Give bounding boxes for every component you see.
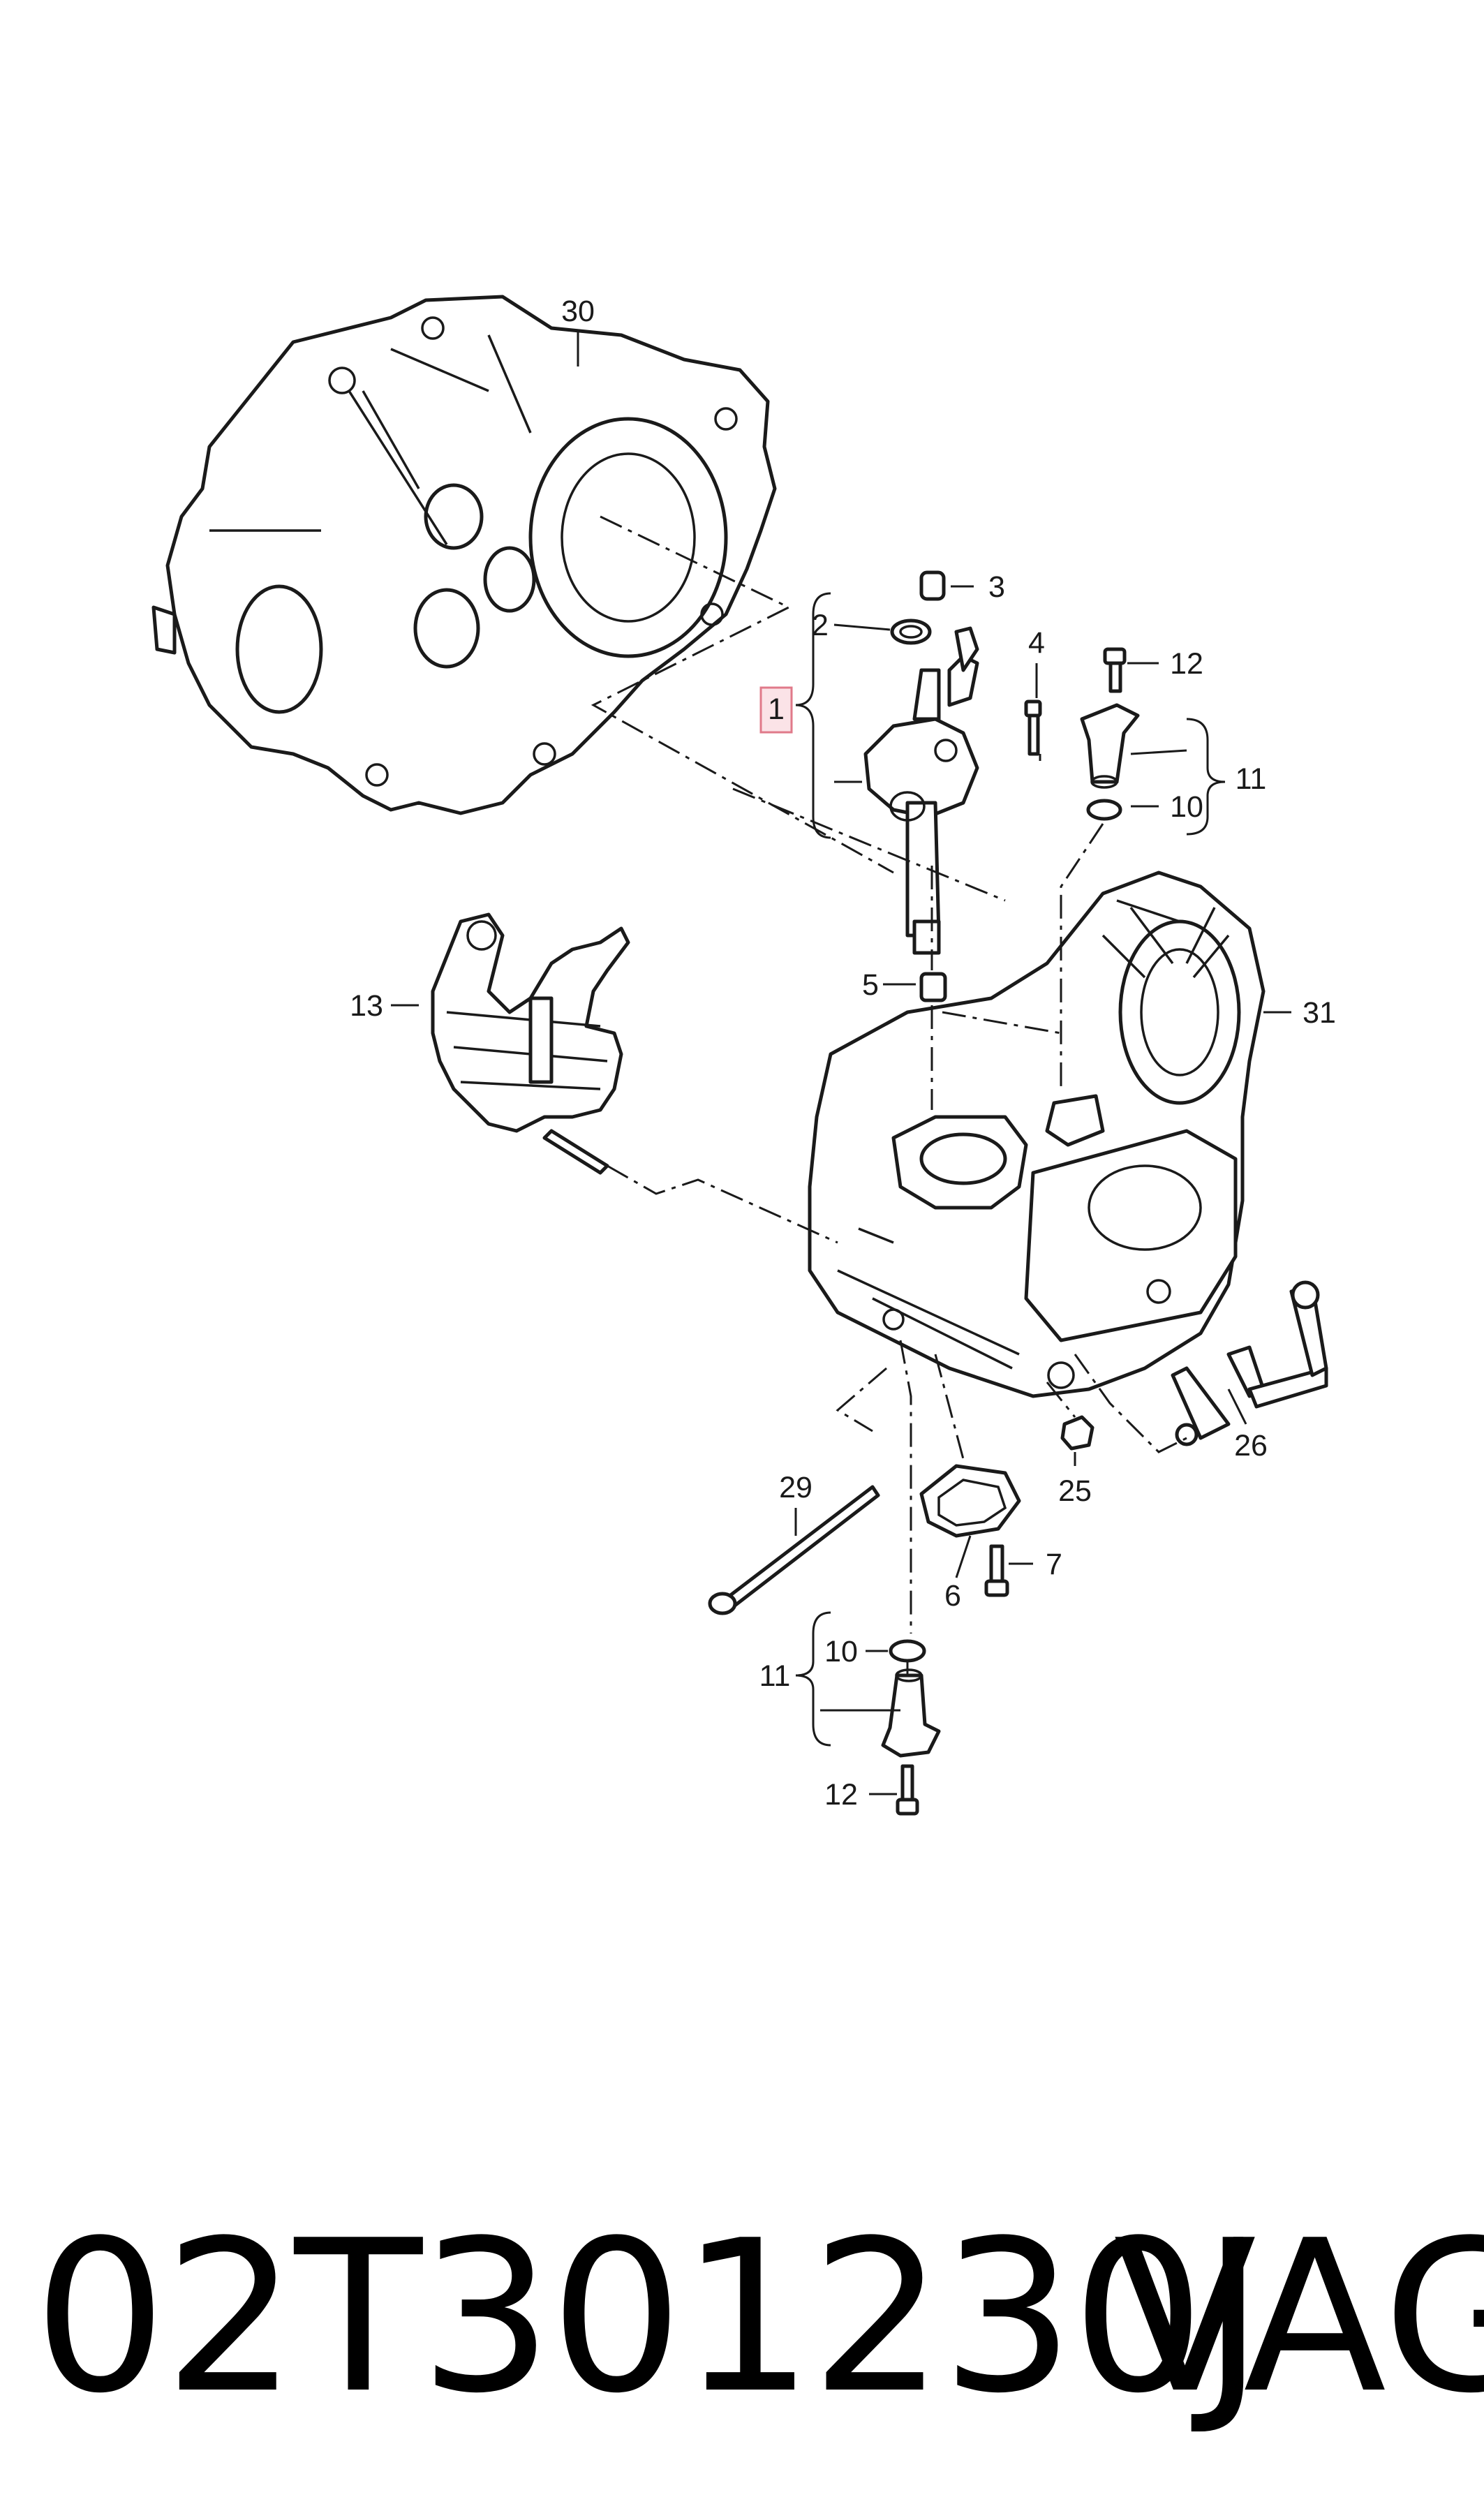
callout-26[interactable]: 26 — [1234, 1429, 1268, 1462]
nut-part-25[interactable] — [1060, 1415, 1095, 1451]
callout-30[interactable]: 30 — [561, 295, 595, 328]
selector-shaft-part-26[interactable] — [1171, 1280, 1328, 1446]
o-ring-part-10-upper[interactable] — [1086, 799, 1122, 821]
braces — [795, 592, 1226, 1747]
callout-6[interactable]: 6 — [944, 1579, 961, 1613]
leader-lines — [391, 332, 1291, 1795]
guide-sleeve-part-11-lower[interactable] — [881, 1668, 941, 1758]
callout-29[interactable]: 29 — [779, 1471, 813, 1504]
callout-3[interactable]: 3 — [988, 570, 1005, 604]
callout-1[interactable]: 1 — [768, 693, 785, 726]
bolt-part-4[interactable] — [1024, 699, 1042, 756]
bolt-part-12-upper[interactable] — [1103, 647, 1127, 693]
callout-4[interactable]: 4 — [1028, 626, 1045, 660]
callout-10-lower[interactable]: 10 — [824, 1635, 858, 1668]
cap-part-3[interactable] — [919, 570, 946, 601]
callout-labels: 30 3 2 4 12 1 11 10 13 5 31 26 25 29 7 6… — [350, 295, 1336, 1812]
guide-sleeve-part-11-upper[interactable] — [1080, 703, 1140, 789]
gearshift-mechanism-part-1[interactable] — [863, 626, 979, 955]
bush-part-5[interactable] — [919, 972, 947, 1002]
gearbox-housing-part-31[interactable] — [808, 871, 1266, 1398]
callout-31[interactable]: 31 — [1303, 996, 1336, 1030]
callout-1-highlight — [759, 686, 793, 734]
cover-plate-part-6[interactable] — [919, 1464, 1021, 1538]
seal-ring-part-2[interactable] — [890, 619, 932, 645]
callout-25[interactable]: 25 — [1058, 1474, 1092, 1508]
callout-13[interactable]: 13 — [350, 989, 383, 1023]
callout-12-upper[interactable]: 12 — [1170, 647, 1203, 681]
callout-5[interactable]: 5 — [862, 968, 879, 1002]
brand-label: VAG — [1113, 2195, 1484, 2439]
bolt-part-7[interactable] — [984, 1544, 1009, 1597]
callout-10-upper[interactable]: 10 — [1170, 790, 1203, 824]
part-number: 02T301230J — [34, 2195, 1264, 2439]
callout-7[interactable]: 7 — [1046, 1548, 1062, 1581]
callout-11-lower[interactable]: 11 — [759, 1659, 791, 1693]
long-bolt-part-29[interactable] — [708, 1485, 880, 1615]
callout-11-upper[interactable]: 11 — [1236, 762, 1267, 796]
bolt-part-12-lower[interactable] — [896, 1764, 919, 1816]
assembly-lines — [591, 515, 1187, 1675]
clutch-housing-part-30[interactable] — [151, 295, 777, 815]
callout-12-lower[interactable]: 12 — [824, 1778, 858, 1812]
exploded-parts-diagram: 30 3 2 4 12 1 11 10 13 5 31 26 25 29 7 6… — [151, 295, 1336, 1816]
selector-fork-assembly-part-13[interactable] — [431, 912, 630, 1175]
callout-2[interactable]: 2 — [812, 609, 829, 642]
o-ring-part-10-lower[interactable] — [889, 1639, 926, 1663]
